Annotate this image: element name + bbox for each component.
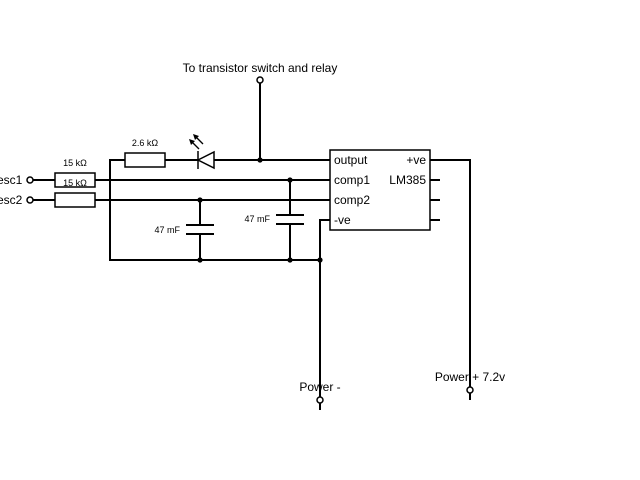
ic-pin-neg: -ve bbox=[334, 213, 351, 227]
relay-connection: To transistor switch and relay bbox=[183, 61, 338, 160]
resistor-esc1-label: 15 kΩ bbox=[63, 158, 87, 168]
ic-pin-comp1: comp1 bbox=[334, 173, 370, 187]
resistor-led: 2.6 kΩ bbox=[124, 138, 166, 168]
resistor-esc2 bbox=[54, 192, 96, 208]
capacitor-c1-label: 47 mF bbox=[154, 225, 180, 235]
capacitor-c2-label: 47 mF bbox=[244, 214, 270, 224]
junction-dot bbox=[257, 157, 263, 163]
power-negative-terminal bbox=[316, 396, 324, 404]
ic-pin-comp2: comp2 bbox=[334, 193, 370, 207]
relay-label: To transistor switch and relay bbox=[183, 61, 338, 75]
esc2-terminal bbox=[26, 196, 34, 204]
capacitor-c2: 47 mF bbox=[244, 180, 304, 260]
relay-terminal bbox=[256, 76, 264, 84]
esc1-terminal bbox=[26, 176, 34, 184]
power-negative: Power - bbox=[299, 219, 341, 410]
output-wire bbox=[110, 157, 330, 163]
ic-pin-output: output bbox=[334, 153, 368, 167]
resistor-esc2-label: 15 kΩ bbox=[63, 178, 87, 188]
power-positive: Power + 7.2v bbox=[430, 159, 505, 400]
ic-pin-pos: +ve bbox=[406, 153, 426, 167]
ic-name: LM385 bbox=[389, 173, 426, 187]
power-positive-label: Power + 7.2v bbox=[435, 370, 505, 384]
capacitor-c1: 47 mF bbox=[154, 200, 214, 260]
led-icon bbox=[189, 134, 215, 170]
resistor-led-label: 2.6 kΩ bbox=[132, 138, 159, 148]
ic-lm385: output comp1 comp2 -ve +ve LM385 bbox=[329, 149, 440, 231]
esc1-label: esc1 bbox=[0, 173, 23, 187]
power-positive-terminal bbox=[466, 386, 474, 394]
power-negative-label: Power - bbox=[299, 380, 340, 394]
esc2-input: esc2 15 kΩ bbox=[0, 178, 330, 208]
esc2-label: esc2 bbox=[0, 193, 23, 207]
